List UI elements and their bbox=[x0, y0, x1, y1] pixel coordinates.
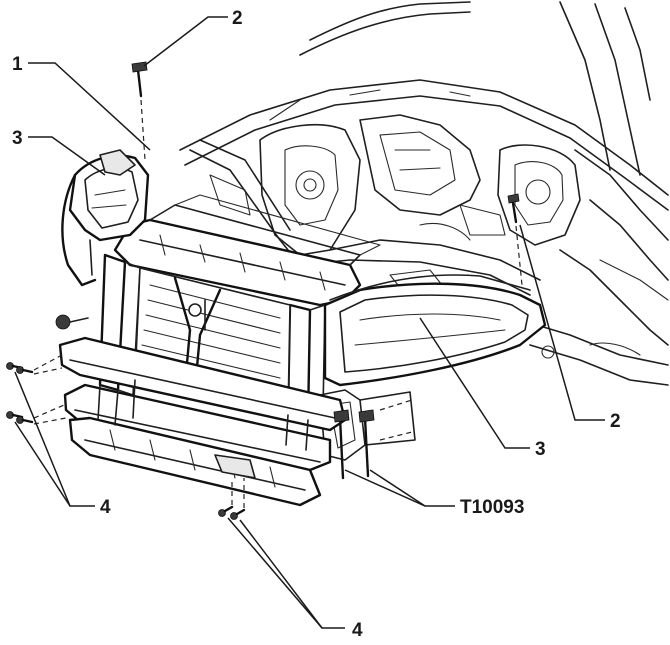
callout-4-left: 4 bbox=[100, 497, 111, 518]
leader-lines bbox=[14, 16, 605, 629]
fasteners bbox=[6, 61, 523, 520]
left-screws bbox=[6, 354, 67, 425]
callout-tool-t10093: T10093 bbox=[460, 497, 524, 518]
vehicle-body-structure bbox=[179, 1, 669, 386]
callout-2-right: 2 bbox=[610, 411, 621, 432]
lock-carrier-assembly bbox=[58, 149, 547, 507]
callout-4-bottom: 4 bbox=[352, 620, 363, 641]
callout-2-top: 2 bbox=[232, 8, 243, 29]
callout-3-right: 3 bbox=[535, 439, 546, 460]
callout-3-left: 3 bbox=[12, 128, 23, 149]
callout-labels: 1 2 2 3 3 4 4 T10093 bbox=[12, 8, 621, 641]
bottom-screws bbox=[218, 478, 246, 520]
callout-1: 1 bbox=[12, 54, 23, 75]
